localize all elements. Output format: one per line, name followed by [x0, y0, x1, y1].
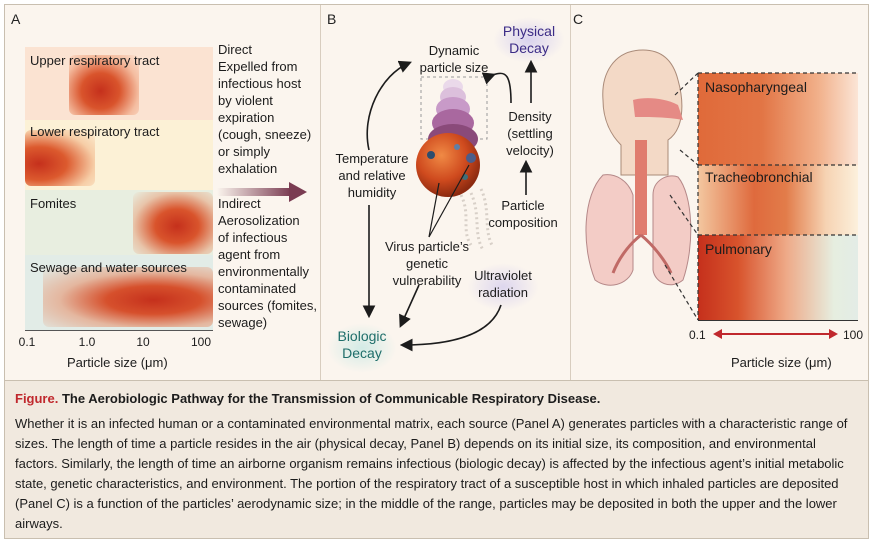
indirect-text: Indirect Aerosolization of infectious ag…: [218, 196, 317, 330]
physical-decay-label: Physical Decay: [502, 23, 556, 56]
virus-dot-3: [454, 144, 460, 150]
temperature-label: Temperature and relative humidity: [335, 151, 409, 200]
human-anatomy: [585, 49, 692, 286]
figure-frame: A Upper respiratory tract Lower respirat…: [4, 4, 869, 539]
band-sewage: [25, 255, 213, 330]
caption-figure-word: Figure.: [15, 391, 59, 406]
transmission-arrow: [217, 182, 307, 202]
uv-trails: [459, 188, 495, 251]
panel-c-axis-line: [698, 320, 858, 321]
arrow-uv-to-biologic: [399, 304, 502, 352]
physical-decay-glow: [493, 17, 565, 63]
bronchi: [611, 233, 673, 274]
band-lower-respiratory: [25, 120, 213, 190]
divider-a-b: [320, 5, 321, 380]
range-arrow: [713, 329, 838, 339]
particle-cloud-upper: [69, 55, 139, 115]
region-label-tracheobronchial: Tracheobronchial: [705, 169, 813, 185]
biologic-decay-label: Biologic Decay: [337, 328, 387, 361]
band-label-sewage: Sewage and water sources: [30, 260, 187, 275]
panel-c-axis-title: Particle size (μm): [731, 355, 832, 370]
arrow-density-to-size: [481, 72, 512, 104]
range-max: 100: [843, 328, 864, 342]
region-pulmonary: [698, 235, 858, 320]
particle-cloud-sewage: [43, 267, 213, 327]
panel-c-letter: C: [573, 11, 584, 27]
panel-b-diagram: [362, 59, 538, 352]
panel-a-letter: A: [11, 11, 21, 27]
ultraviolet-glow: [467, 263, 539, 311]
virus-dot-2: [466, 153, 476, 163]
panel-a-axis-title: Particle size (μm): [67, 355, 168, 370]
region-label-nasopharyngeal: Nasopharyngeal: [705, 79, 807, 95]
pointer-virus-2: [428, 164, 470, 238]
figure-caption: Figure. The Aerobiologic Pathway for the…: [5, 380, 868, 538]
divider-b-c: [570, 5, 571, 380]
region-label-pulmonary: Pulmonary: [705, 241, 772, 257]
tick-0-1: 0.1: [18, 335, 36, 349]
caption-title: Figure. The Aerobiologic Pathway for the…: [15, 391, 600, 406]
band-fomites: [25, 190, 213, 255]
pointer-virus-1: [428, 182, 440, 238]
particle-cloud-lower: [25, 130, 95, 186]
arrow-temp-to-size: [366, 60, 412, 151]
band-label-upper: Upper respiratory tract: [30, 53, 160, 68]
trachea: [635, 140, 647, 235]
region-connectors: [664, 72, 858, 321]
nasal-passage: [633, 98, 683, 120]
tick-100: 100: [190, 335, 212, 349]
panel-b-letter: B: [327, 11, 337, 27]
caption-body: Whether it is an infected human or a con…: [15, 416, 848, 531]
aerosol-particle: [416, 133, 480, 197]
band-upper-respiratory: [25, 47, 213, 120]
composition-label: Particle composition: [488, 198, 558, 230]
caption-title-text: The Aerobiologic Pathway for the Transmi…: [61, 391, 601, 406]
region-tracheobronchial: [698, 165, 858, 235]
arrow-vulnerability-to-biologic: [399, 284, 420, 328]
tick-1-0: 1.0: [78, 335, 96, 349]
vulnerability-label: Virus particle’s genetic vulnerability: [384, 239, 470, 288]
biologic-decay-glow: [327, 323, 397, 373]
region-nasopharyngeal: [698, 73, 858, 165]
density-label: Density (settling velocity): [506, 109, 554, 158]
tick-10: 10: [136, 335, 150, 349]
direct-text: Direct Expelled from infectious host by …: [218, 42, 312, 176]
band-label-lower: Lower respiratory tract: [30, 124, 160, 139]
virus-dot-1: [427, 151, 435, 159]
ultraviolet-label: Ultraviolet radiation: [474, 268, 532, 300]
size-column: [420, 76, 488, 140]
range-min: 0.1: [689, 328, 706, 342]
dynamic-size-label: Dynamic particle size: [419, 43, 489, 75]
panel-a-axis-line: [25, 330, 213, 331]
particle-cloud-fomites: [133, 192, 213, 254]
band-label-fomites: Fomites: [30, 196, 77, 211]
